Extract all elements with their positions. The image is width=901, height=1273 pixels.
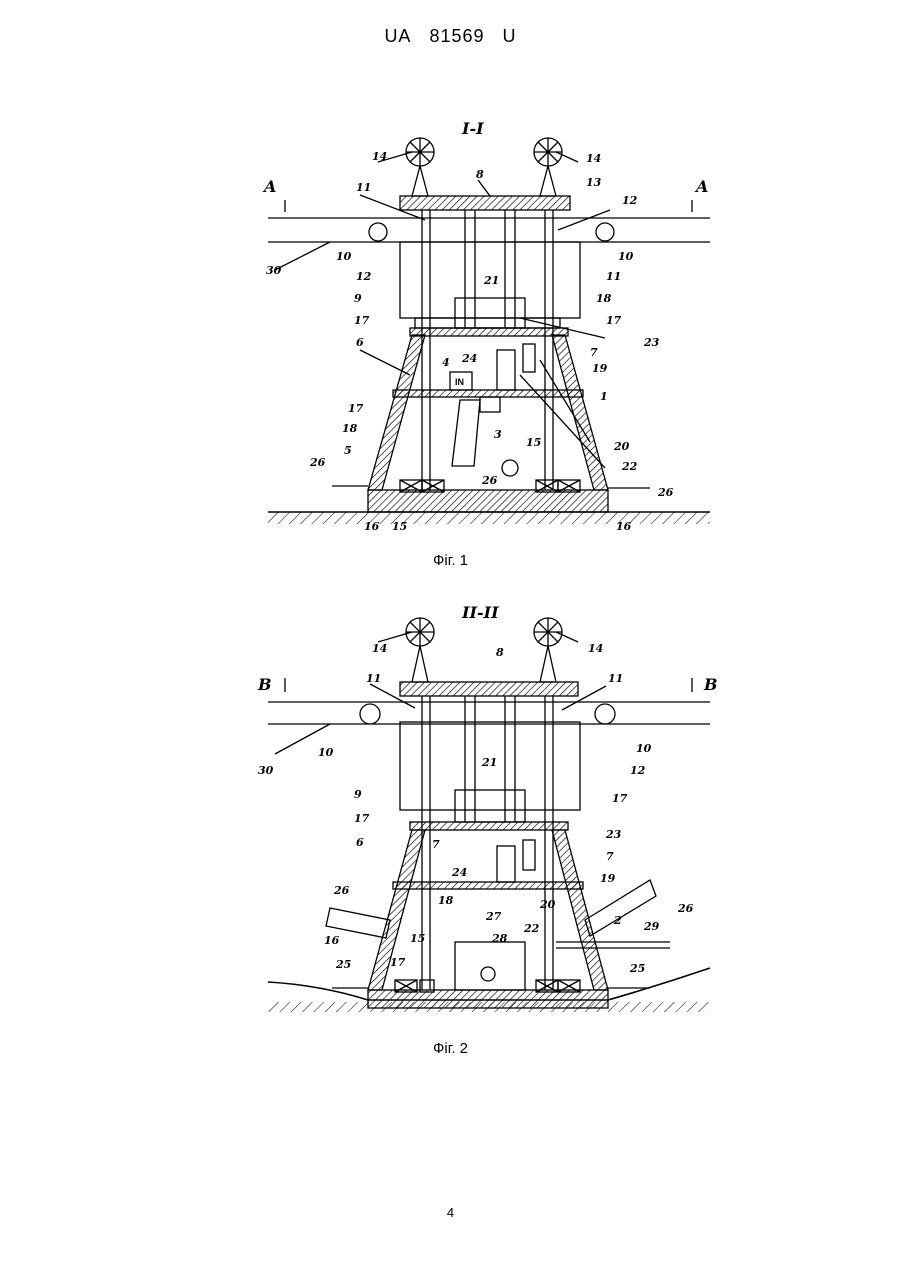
ref-label: 7 <box>432 838 440 851</box>
ref-label: 25 <box>629 962 645 975</box>
ref-label: 17 <box>606 314 622 327</box>
ref-label: 16 <box>324 934 340 947</box>
ref-label: 8 <box>476 168 484 181</box>
header-document-number: 81569 <box>429 26 484 46</box>
ref-label: 9 <box>354 292 362 305</box>
ref-label: 17 <box>354 812 370 825</box>
ref-label: 22 <box>523 922 540 935</box>
ref-label: 26 <box>333 884 350 897</box>
ref-label: 16 <box>616 520 632 533</box>
ref-label: 1 <box>600 390 608 403</box>
ref-label: 11 <box>356 181 371 194</box>
ref-label: 15 <box>392 520 407 533</box>
ref-label: 7 <box>606 850 614 863</box>
ref-label: 24 <box>451 866 467 879</box>
ref-label: 10 <box>336 250 352 263</box>
ref-label: 10 <box>318 746 334 759</box>
ref-label: 19 <box>592 362 608 375</box>
ref-label: 18 <box>342 422 358 435</box>
ref-label: 23 <box>605 828 622 841</box>
ref-label: 17 <box>612 792 628 805</box>
cut-mark-right: B <box>703 675 718 694</box>
ref-label: 10 <box>636 742 652 755</box>
ref-label: 28 <box>491 932 508 945</box>
ref-label: 26 <box>481 474 498 487</box>
ref-label: 29 <box>643 920 660 933</box>
header-country-code: UA <box>384 26 411 46</box>
figure-2-drawing: II-II <box>0 590 901 1030</box>
ref-label: 25 <box>335 958 351 971</box>
ref-label: 15 <box>526 436 541 449</box>
ref-label: 18 <box>596 292 612 305</box>
ref-label: 12 <box>356 270 372 283</box>
ref-label: 26 <box>309 456 326 469</box>
ref-label: 3 <box>494 428 502 441</box>
section-title-2: II-II <box>461 603 499 622</box>
ref-label: 14 <box>372 150 387 163</box>
ref-label: 22 <box>621 460 638 473</box>
figure-2-caption: Фіг. 2 <box>0 1040 901 1057</box>
ref-label: 27 <box>485 910 502 923</box>
ref-label: 17 <box>390 956 406 969</box>
inner-label-in: IN <box>455 377 464 387</box>
ref-label: 9 <box>354 788 362 801</box>
ref-label: 23 <box>643 336 660 349</box>
ref-label: 18 <box>438 894 454 907</box>
ref-label: 20 <box>613 440 630 453</box>
document-header: UA 81569 U <box>0 26 901 47</box>
ref-label: 26 <box>657 486 674 499</box>
figure-1-caption: Фіг. 1 <box>0 552 901 569</box>
ref-label: 26 <box>677 902 694 915</box>
ref-label: 30 <box>266 264 282 277</box>
page-number: 4 <box>0 1205 901 1220</box>
header-document-kind: U <box>503 26 517 46</box>
ref-label: 5 <box>344 444 352 457</box>
cut-mark-left: B <box>257 675 272 694</box>
ref-label: 6 <box>356 336 364 349</box>
ref-label: 17 <box>354 314 370 327</box>
ref-label: 10 <box>618 250 634 263</box>
ref-label: 4 <box>442 356 450 369</box>
ref-label: 8 <box>496 646 504 659</box>
ref-label: 17 <box>348 402 364 415</box>
ref-label: 14 <box>588 642 603 655</box>
ref-label: 12 <box>622 194 638 207</box>
ref-label: 15 <box>410 932 425 945</box>
cut-mark-right: A <box>694 177 708 196</box>
ref-label: 2 <box>613 914 622 927</box>
ref-label: 14 <box>586 152 601 165</box>
ref-label: 7 <box>590 346 598 359</box>
ref-label: 19 <box>600 872 616 885</box>
ref-label: 6 <box>356 836 364 849</box>
figure-1-drawing: I-I <box>0 100 901 550</box>
ref-label: 11 <box>606 270 621 283</box>
ref-label: 12 <box>630 764 646 777</box>
ref-label: 16 <box>364 520 380 533</box>
ref-label: 13 <box>586 176 602 189</box>
ref-label: 21 <box>483 274 499 287</box>
section-title-1: I-I <box>461 119 484 138</box>
ref-label: 11 <box>608 672 623 685</box>
ref-label: 21 <box>481 756 497 769</box>
ref-label: 30 <box>258 764 274 777</box>
ref-label: 24 <box>461 352 477 365</box>
ref-label: 20 <box>539 898 556 911</box>
ref-label: 14 <box>372 642 387 655</box>
ref-label: 11 <box>366 672 381 685</box>
cut-mark-left: A <box>262 177 276 196</box>
